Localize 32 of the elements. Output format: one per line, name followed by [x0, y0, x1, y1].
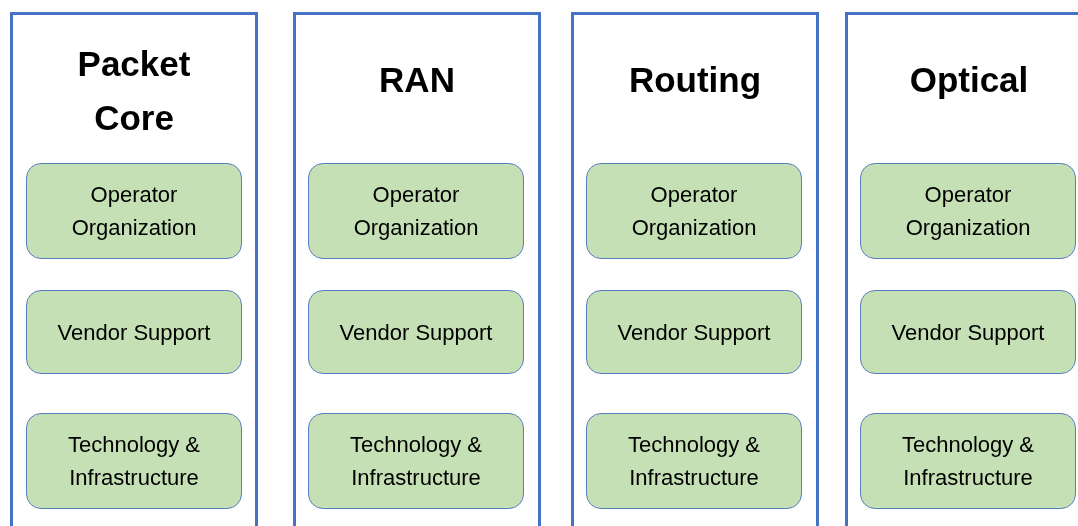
card-label: Operator Organization [630, 181, 758, 242]
card-label: Vendor Support [338, 318, 494, 347]
category-card [26, 290, 242, 374]
category-card [26, 413, 242, 509]
category-card [860, 413, 1076, 509]
column-panel [845, 12, 1078, 526]
category-card [26, 163, 242, 259]
column-heading: Packet Core [76, 43, 192, 139]
column-heading: Routing [627, 59, 763, 101]
card-label: Technology & Infrastructure [348, 431, 484, 492]
card-label: Technology & Infrastructure [66, 431, 202, 492]
category-card [308, 290, 524, 374]
category-card [586, 163, 802, 259]
card-label: Operator Organization [904, 181, 1032, 242]
card-label: Vendor Support [616, 318, 772, 347]
category-card [586, 413, 802, 509]
column-panel [571, 12, 819, 526]
column-heading: Optical [908, 59, 1030, 101]
card-label: Operator Organization [70, 181, 198, 242]
column-panel [293, 12, 541, 526]
category-card [860, 290, 1076, 374]
category-card [308, 163, 524, 259]
card-label: Vendor Support [890, 318, 1046, 347]
card-label: Technology & Infrastructure [626, 431, 762, 492]
card-label: Operator Organization [352, 181, 480, 242]
card-label: Vendor Support [56, 318, 212, 347]
column-panel [10, 12, 258, 526]
category-card [308, 413, 524, 509]
category-card [586, 290, 802, 374]
card-label: Technology & Infrastructure [900, 431, 1036, 492]
category-card [860, 163, 1076, 259]
column-heading: RAN [378, 59, 456, 101]
